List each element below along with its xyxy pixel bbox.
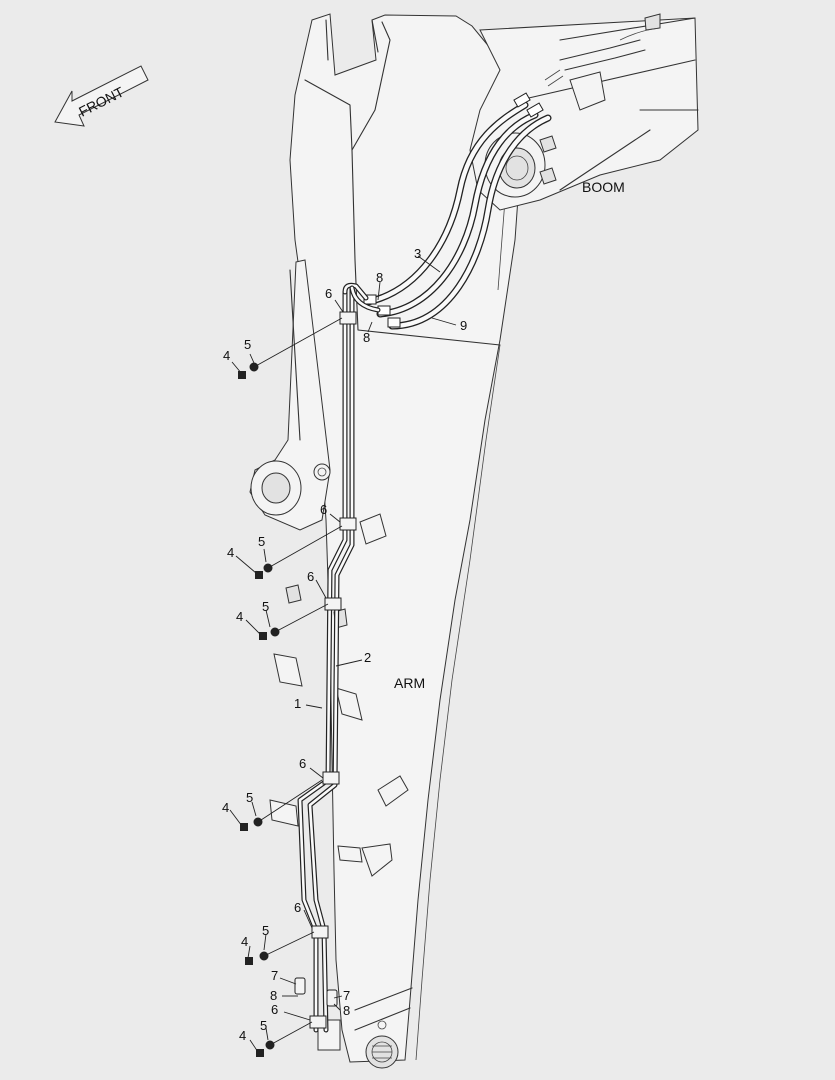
arm-label: ARM <box>394 675 425 691</box>
callout-5-e: 5 <box>262 923 269 938</box>
callouts: 1 2 3 9 8 8 8 8 7 7 6 6 6 6 6 6 4 4 4 4 … <box>222 246 467 1043</box>
callout-5-f: 5 <box>260 1018 267 1033</box>
callout-6-a: 6 <box>325 286 332 301</box>
callout-5-a: 5 <box>244 337 251 352</box>
callout-9: 9 <box>460 318 467 333</box>
callout-6-f: 6 <box>271 1002 278 1017</box>
clamps <box>294 311 357 1029</box>
link-bracket <box>249 259 331 531</box>
callout-8-top: 8 <box>376 270 383 285</box>
callout-3: 3 <box>414 246 421 261</box>
callout-8-right: 8 <box>343 1003 350 1018</box>
callout-1: 1 <box>294 696 301 711</box>
callout-6-d: 6 <box>299 756 306 771</box>
callout-6-e: 6 <box>294 900 301 915</box>
pipes <box>297 282 381 1033</box>
callout-5-d: 5 <box>246 790 253 805</box>
callout-5-b: 5 <box>258 534 265 549</box>
boom-label: BOOM <box>582 179 625 195</box>
callout-7-left: 7 <box>271 968 278 983</box>
callout-7-right: 7 <box>343 988 350 1003</box>
boom-structure <box>469 13 699 211</box>
arm-brackets <box>269 513 409 1051</box>
callout-4-d: 4 <box>222 800 229 815</box>
callout-8-left: 8 <box>270 988 277 1003</box>
callout-8-mid: 8 <box>363 330 370 345</box>
callout-4-f: 4 <box>239 1028 246 1043</box>
callout-6-c: 6 <box>307 569 314 584</box>
callout-6-b: 6 <box>320 502 327 517</box>
callout-5-c: 5 <box>262 599 269 614</box>
callout-4-b: 4 <box>227 545 234 560</box>
callout-4-e: 4 <box>241 934 248 949</box>
front-arrow: FRONT <box>54 65 149 127</box>
callout-2: 2 <box>364 650 371 665</box>
hoses <box>363 92 552 330</box>
bolts <box>238 362 280 1057</box>
callout-4-c: 4 <box>236 609 243 624</box>
callout-4-a: 4 <box>223 348 230 363</box>
leader-lines <box>229 255 457 1053</box>
